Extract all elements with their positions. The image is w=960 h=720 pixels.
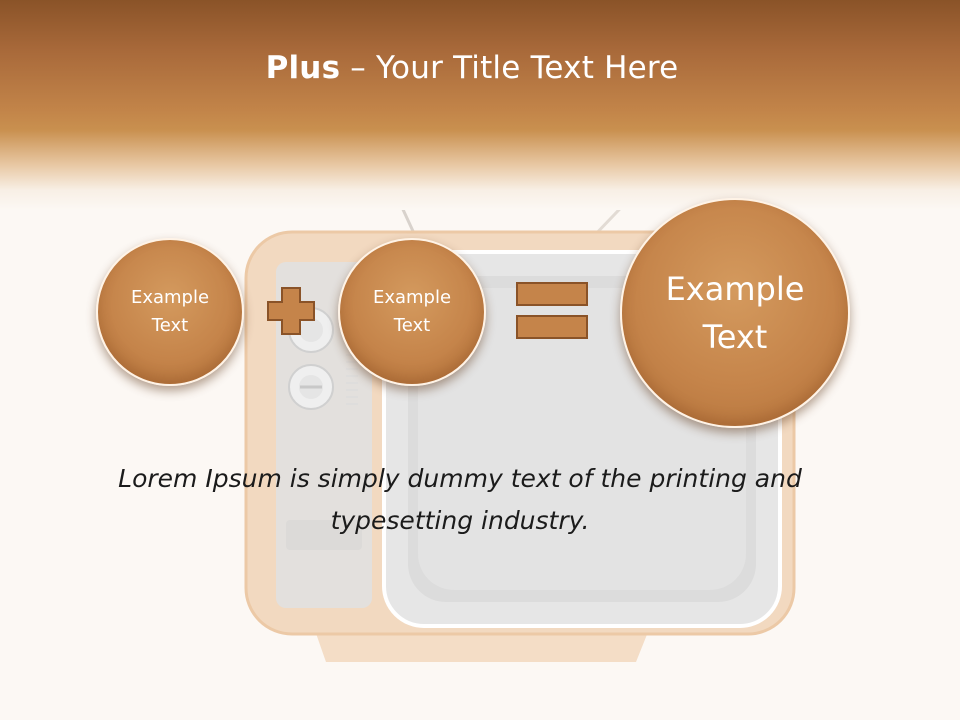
equals-icon xyxy=(516,282,588,339)
circle-3[interactable]: Example Text xyxy=(620,198,850,428)
title-rest: – Your Title Text Here xyxy=(340,50,679,86)
circle-3-text: Example Text xyxy=(665,270,805,356)
circle-2[interactable]: Example Text xyxy=(338,238,486,386)
header-band xyxy=(0,0,960,210)
circle-1[interactable]: Example Text xyxy=(96,238,244,386)
title-bold: Plus xyxy=(265,50,341,86)
plus-icon xyxy=(267,287,315,335)
circle-2-text: Example Text xyxy=(372,287,452,336)
body-text: Lorem Ipsum is simply dummy text of the … xyxy=(118,464,802,535)
slide-title: Plus – Your Title Text Here xyxy=(0,50,944,86)
circle-1-text: Example Text xyxy=(130,287,210,336)
